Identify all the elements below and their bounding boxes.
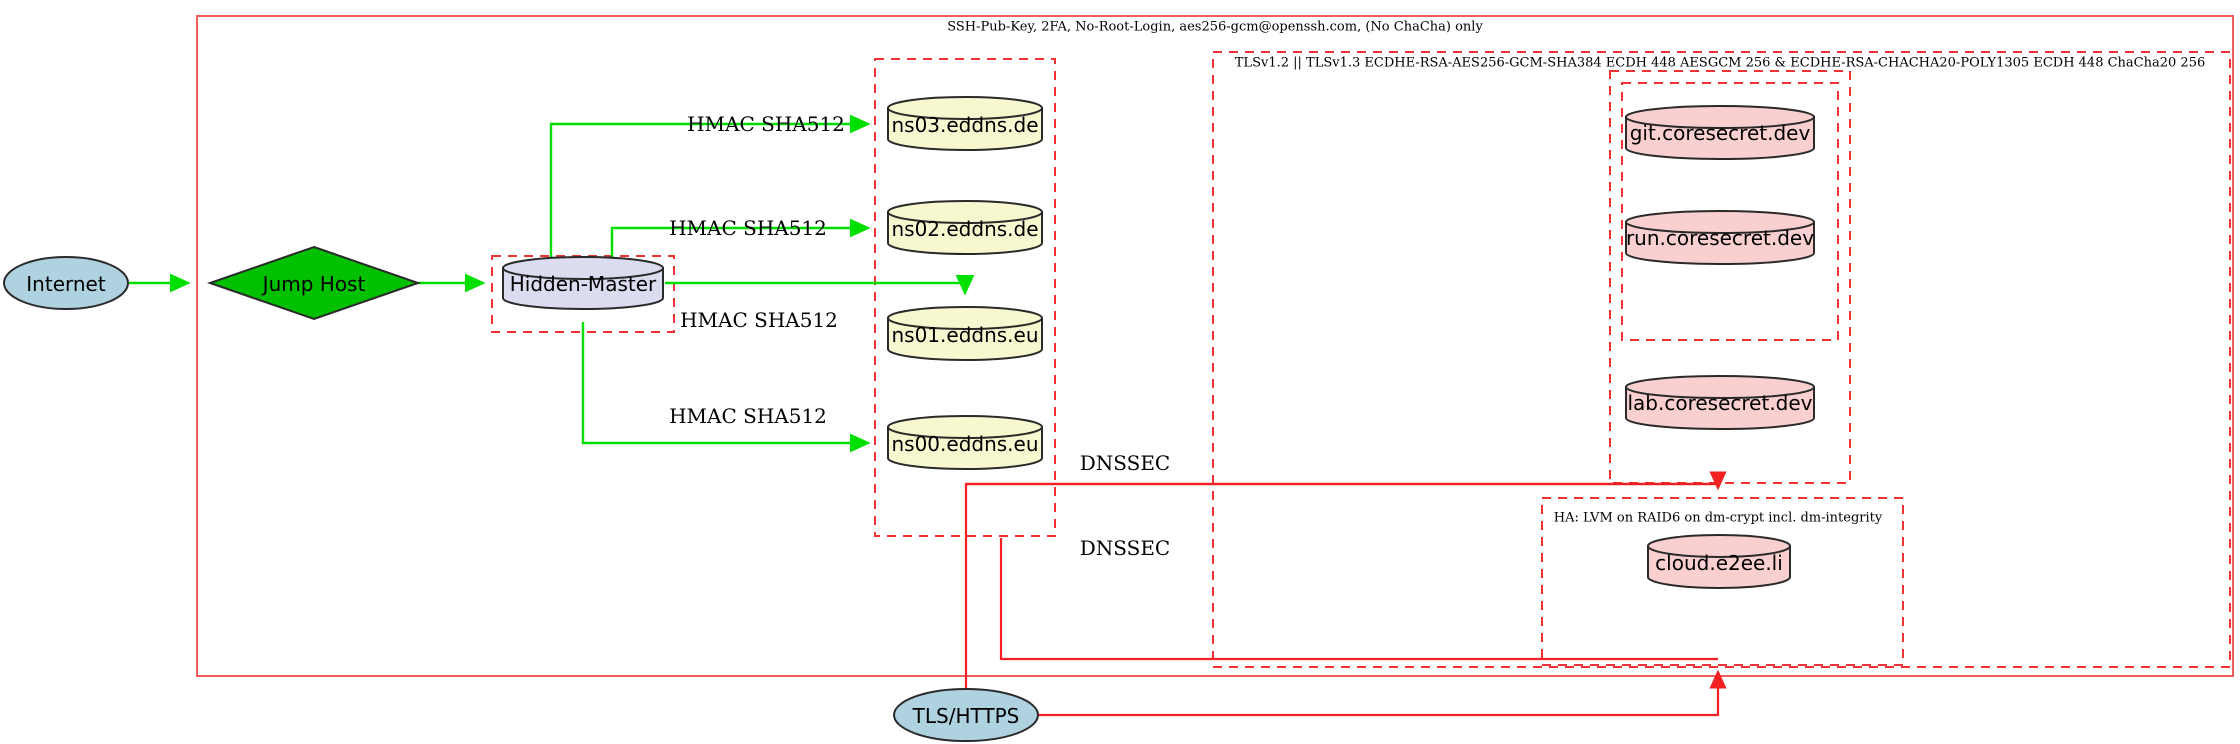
edge-hiddenmaster-to-ns02 — [610, 218, 871, 265]
cluster-ha-zone-border — [1541, 497, 1904, 666]
cluster-dns-zone — [874, 58, 1056, 537]
edge-tlshttps-to-cloud — [1010, 669, 1727, 717]
node-run-coresecret-label: run.coresecret.dev — [1626, 226, 1814, 250]
node-hidden-master-top — [502, 256, 664, 280]
node-ns01[interactable]: ns01.eddns.eu — [887, 306, 1043, 361]
cluster-coresecret-inner-zone-border — [1621, 82, 1839, 341]
node-ns03[interactable]: ns03.eddns.de — [887, 96, 1043, 151]
node-ns01-top — [887, 306, 1043, 330]
cluster-tls-zone-label: TLSv1.2 || TLSv1.3 ECDHE-RSA-AES256-GCM-… — [1235, 56, 2205, 71]
node-ns01-label: ns01.eddns.eu — [891, 323, 1038, 347]
node-tls-https[interactable]: TLS/HTTPS — [893, 688, 1039, 742]
node-git-coresecret-top — [1625, 105, 1815, 129]
cluster-ssh-zone-label: SSH-Pub-Key, 2FA, No-Root-Login, aes256-… — [947, 20, 1483, 35]
node-run-coresecret-top — [1625, 210, 1815, 234]
edge-label-dnssec-upper: DNSSEC — [1080, 451, 1171, 475]
cluster-ssh-zone: SSH-Pub-Key, 2FA, No-Root-Login, aes256-… — [196, 15, 2234, 677]
node-lab-coresecret-label: lab.coresecret.dev — [1627, 391, 1812, 415]
edge-label-hmac-ns02: HMAC SHA512 — [669, 216, 827, 240]
node-ns03-label: ns03.eddns.de — [891, 113, 1038, 137]
node-ns00[interactable]: ns00.eddns.eu — [887, 415, 1043, 470]
node-ns03-top — [887, 96, 1043, 120]
node-ns00-top — [887, 415, 1043, 439]
edge-hiddenmaster-to-ns03 — [549, 114, 871, 265]
cluster-coresecret-zone — [1609, 70, 1851, 484]
node-cloud-e2ee-label: cloud.e2ee.li — [1655, 551, 1783, 575]
node-internet-shape[interactable] — [3, 256, 129, 310]
node-jump-host-label: Jump Host — [261, 272, 366, 296]
node-git-coresecret-label: git.coresecret.dev — [1630, 121, 1811, 145]
edge-label-hmac-ns01: HMAC SHA512 — [680, 308, 838, 332]
node-ns02-label: ns02.eddns.de — [891, 217, 1038, 241]
node-hidden-master[interactable]: Hidden-Master — [502, 256, 664, 310]
node-cloud-e2ee[interactable]: cloud.e2ee.li — [1647, 534, 1791, 589]
node-hidden-master-label: Hidden-Master — [510, 272, 657, 296]
node-tls-https-label: TLS/HTTPS — [912, 704, 1020, 728]
cluster-dns-zone-border — [874, 58, 1056, 537]
cluster-coresecret-zone-border — [1609, 70, 1851, 484]
node-lab-coresecret[interactable]: lab.coresecret.dev — [1625, 375, 1815, 430]
edge-label-dnssec-lower: DNSSEC — [1080, 536, 1171, 560]
node-ns00-label: ns00.eddns.eu — [891, 432, 1038, 456]
cluster-tls-zone: TLSv1.2 || TLSv1.3 ECDHE-RSA-AES256-GCM-… — [1212, 51, 2231, 668]
node-internet[interactable]: Internet — [3, 256, 129, 310]
node-lab-coresecret-top — [1625, 375, 1815, 399]
node-ns02[interactable]: ns02.eddns.de — [887, 200, 1043, 255]
cluster-coresecret-inner-zone — [1621, 82, 1839, 341]
node-git-coresecret[interactable]: git.coresecret.dev — [1625, 105, 1815, 160]
edge-label-hmac-ns03: HMAC SHA512 — [687, 112, 845, 136]
node-jump-host[interactable]: Jump Host — [206, 245, 422, 321]
node-ns02-top — [887, 200, 1043, 224]
edge-label-hmac-ns00: HMAC SHA512 — [669, 404, 827, 428]
edge-hiddenmaster-to-ns01 — [665, 275, 975, 296]
node-jump-host-shape[interactable] — [206, 245, 422, 321]
cluster-ha-zone: HA: LVM on RAID6 on dm-crypt incl. dm-in… — [1541, 497, 1904, 666]
cluster-ha-zone-label: HA: LVM on RAID6 on dm-crypt incl. dm-in… — [1554, 511, 1883, 526]
node-tls-https-shape[interactable] — [893, 688, 1039, 742]
edge-hiddenmaster-to-ns00 — [581, 322, 871, 453]
cluster-ssh-zone-border — [196, 15, 2234, 677]
node-internet-label: Internet — [26, 272, 106, 296]
edge-dnssec-lower-route — [999, 538, 1718, 661]
node-cloud-e2ee-top — [1647, 534, 1791, 558]
node-run-coresecret[interactable]: run.coresecret.dev — [1625, 210, 1815, 265]
